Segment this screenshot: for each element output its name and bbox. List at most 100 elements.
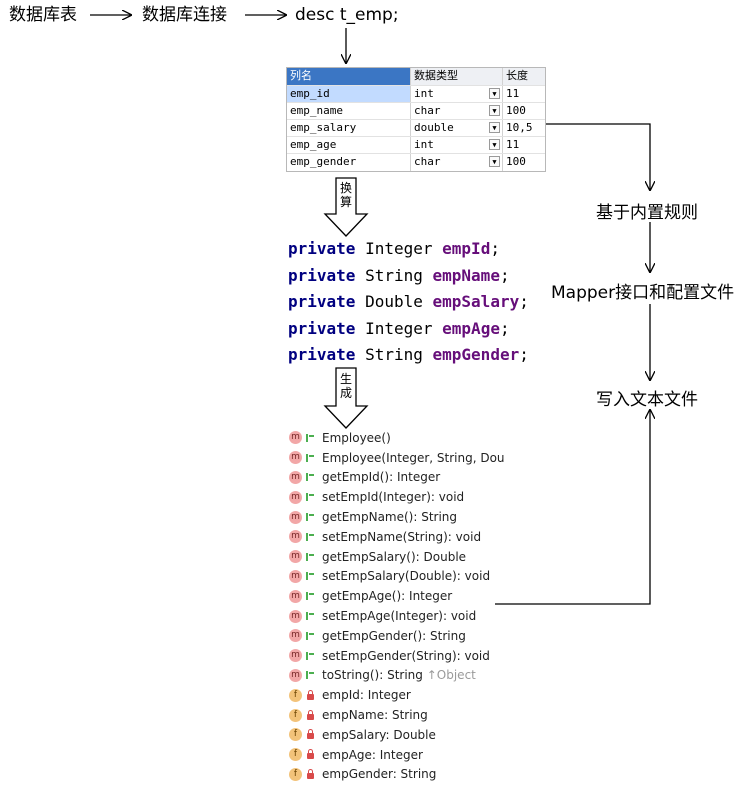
- generate-label-char: 成: [339, 386, 352, 400]
- method-icon: m: [289, 609, 302, 623]
- data-type-cell[interactable]: double▼: [411, 120, 503, 136]
- java-field-declarations: private Integer empId; private String em…: [288, 236, 529, 369]
- list-item[interactable]: m getEmpGender(): String: [289, 626, 505, 646]
- convert-label: 换 算: [338, 181, 354, 209]
- data-type-cell[interactable]: int▼: [411, 86, 503, 102]
- public-icon: [306, 572, 315, 581]
- field-icon: f: [289, 688, 302, 702]
- public-icon: [306, 631, 315, 640]
- data-type-value: int: [414, 138, 434, 151]
- table-row[interactable]: emp_gender char▼ 100: [287, 154, 545, 171]
- field-type: Integer: [365, 239, 433, 258]
- field-name: empSalary: [432, 292, 520, 312]
- public-icon: [306, 453, 315, 462]
- private-lock-icon: [306, 749, 315, 760]
- public-icon: [306, 473, 315, 482]
- field-icon: f: [289, 748, 302, 762]
- length-cell[interactable]: 11: [506, 87, 520, 100]
- table-row[interactable]: emp_age int ▼ 11: [287, 137, 545, 154]
- member-signature: setEmpName(String): void: [322, 529, 482, 544]
- list-item[interactable]: f empId: Integer: [289, 685, 505, 705]
- list-item[interactable]: f empSalary: Double: [289, 725, 505, 745]
- generate-label-char: 生: [339, 372, 352, 386]
- mapper-interface-label: Mapper接口和配置文件: [551, 283, 735, 303]
- data-type-cell[interactable]: char▼: [411, 154, 503, 171]
- header-column-name[interactable]: 列名: [287, 68, 411, 85]
- connector-table-to-rules: [545, 123, 650, 190]
- member-signature: empId: Integer: [322, 688, 411, 703]
- member-signature: empName: String: [322, 708, 428, 723]
- method-icon: m: [289, 490, 302, 504]
- table-row[interactable]: emp_name char▼ 100: [287, 103, 545, 120]
- field-name: empAge: [442, 318, 500, 338]
- public-icon: [306, 552, 315, 561]
- method-icon: m: [289, 431, 302, 445]
- flow-db-connection: 数据库连接: [142, 5, 227, 25]
- keyword: private: [288, 345, 356, 365]
- private-lock-icon: [306, 768, 315, 779]
- terminator: ;: [519, 292, 529, 312]
- terminator: ;: [519, 345, 529, 365]
- column-name-cell[interactable]: emp_id: [287, 86, 411, 102]
- inherited-from: ↑Object: [426, 668, 476, 683]
- member-signature: toString(): String: [322, 668, 423, 683]
- member-signature: getEmpGender(): String: [322, 628, 466, 643]
- method-icon: m: [289, 470, 302, 484]
- method-icon: m: [289, 629, 302, 643]
- method-icon: m: [289, 569, 302, 583]
- convert-label-char: 算: [339, 195, 352, 209]
- public-icon: [306, 433, 315, 442]
- connector-members-to-write: [495, 410, 650, 605]
- list-item[interactable]: m getEmpId(): Integer: [289, 468, 505, 488]
- length-cell[interactable]: 11: [506, 138, 520, 151]
- column-name-cell[interactable]: emp_salary: [287, 120, 411, 136]
- column-name-cell[interactable]: emp_name: [287, 103, 411, 119]
- list-item[interactable]: m getEmpName(): String: [289, 507, 505, 527]
- header-length[interactable]: 长度: [506, 69, 528, 82]
- code-line: private Integer empAge;: [288, 316, 529, 343]
- member-signature: getEmpName(): String: [322, 510, 458, 525]
- dropdown-arrow-icon[interactable]: ▼: [489, 105, 500, 116]
- dropdown-arrow-icon[interactable]: ▼: [489, 139, 500, 150]
- public-icon: [306, 592, 315, 601]
- length-cell[interactable]: 100: [506, 104, 526, 117]
- table-row[interactable]: emp_id int▼ 11: [287, 86, 545, 103]
- length-cell[interactable]: 100: [506, 155, 526, 168]
- dropdown-arrow-icon[interactable]: ▼: [489, 156, 500, 167]
- flow-desc-command: desc t_emp;: [295, 5, 399, 25]
- header-data-type[interactable]: 数据类型: [411, 68, 503, 85]
- member-signature: getEmpId(): Integer: [322, 470, 441, 485]
- public-icon: [306, 513, 315, 522]
- convert-label-char: 换: [339, 181, 352, 195]
- dropdown-arrow-icon[interactable]: ▼: [489, 122, 500, 133]
- length-cell[interactable]: 10,5: [506, 121, 533, 134]
- method-icon: m: [289, 550, 302, 564]
- code-line: private String empGender;: [288, 342, 529, 369]
- column-name-cell[interactable]: emp_age: [287, 137, 411, 153]
- field-icon: f: [289, 728, 302, 742]
- data-type-cell[interactable]: char▼: [411, 103, 503, 119]
- method-icon: m: [289, 510, 302, 524]
- keyword: private: [288, 318, 356, 338]
- member-signature: empSalary: Double: [322, 727, 436, 742]
- data-type-cell[interactable]: int ▼: [411, 137, 503, 153]
- member-signature: Employee(Integer, String, Dou: [322, 450, 505, 465]
- field-name: empGender: [432, 345, 520, 365]
- dropdown-arrow-icon[interactable]: ▼: [489, 88, 500, 99]
- column-name-cell[interactable]: emp_gender: [287, 154, 411, 171]
- table-row[interactable]: emp_salary double▼ 10,5: [287, 120, 545, 137]
